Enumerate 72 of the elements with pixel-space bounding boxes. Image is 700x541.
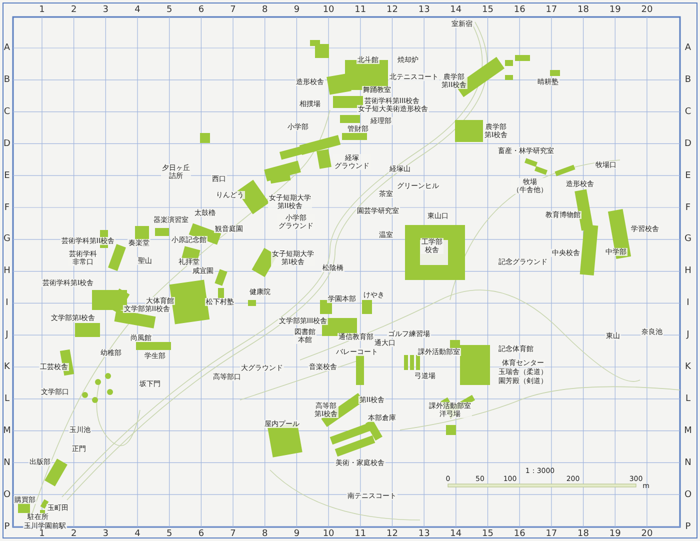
- grid-label: M: [684, 426, 692, 435]
- grid-label: 6: [198, 6, 204, 14]
- grid-label: 13: [418, 530, 430, 538]
- grid-label: A: [684, 44, 692, 52]
- grid-label: 14: [450, 530, 462, 538]
- grid-label: 10: [322, 530, 334, 538]
- grid-label: K: [4, 363, 10, 371]
- grid-label: 6: [198, 530, 204, 538]
- grid-label: C: [684, 108, 692, 116]
- grid-label: 17: [546, 6, 558, 14]
- grid-label: A: [4, 44, 10, 52]
- grid-label: K: [685, 363, 691, 371]
- grid-label: 4: [134, 530, 140, 538]
- grid-label: F: [685, 204, 691, 212]
- grid-label: P: [4, 522, 10, 530]
- grid-label: E: [4, 172, 10, 180]
- grid-label: 20: [641, 530, 653, 538]
- grid-label: 4: [134, 6, 140, 14]
- grid-label: O: [684, 490, 692, 499]
- grid-label: 17: [546, 530, 558, 538]
- grid-label: G: [4, 235, 10, 244]
- grid-label: 3: [102, 530, 109, 538]
- grid-label: J: [6, 331, 8, 340]
- grid-label: 19: [609, 530, 621, 538]
- grid-label: N: [684, 458, 692, 467]
- grid-label: E: [685, 172, 691, 180]
- grid-label: J: [686, 331, 690, 340]
- grid-label: 13: [418, 6, 430, 14]
- grid-label: 14: [450, 6, 462, 14]
- grid-label: B: [4, 76, 10, 84]
- grid-label: 9: [294, 6, 300, 14]
- grid-label: 20: [641, 6, 653, 14]
- grid-label: M: [3, 426, 11, 435]
- grid-label: 15: [482, 530, 494, 538]
- grid-label: H: [684, 267, 692, 276]
- grid-label: O: [3, 490, 11, 499]
- grid-label: P: [685, 522, 691, 530]
- grid-label: 16: [514, 6, 526, 14]
- grid-label: B: [684, 76, 692, 84]
- grid-label: 3: [102, 6, 109, 14]
- grid-label: L: [686, 394, 690, 403]
- grid-label: 12: [386, 530, 398, 538]
- grid-label: 11: [354, 6, 366, 14]
- grid-label: 1: [39, 6, 45, 14]
- grid-label: F: [4, 204, 10, 212]
- grid-label: 1: [39, 530, 45, 538]
- grid-label: 19: [609, 6, 621, 14]
- grid-label: 5: [166, 6, 172, 14]
- grid-label: I: [6, 299, 8, 308]
- grid-label: C: [4, 108, 10, 116]
- grid-label: D: [4, 140, 10, 148]
- grid-label: 8: [262, 530, 268, 538]
- grid-label: L: [4, 394, 10, 403]
- grid-label: 2: [70, 530, 77, 538]
- grid-label: 18: [578, 530, 589, 538]
- grid-label: 8: [262, 6, 268, 14]
- grid-label: 7: [230, 6, 236, 14]
- grid-label: 2: [70, 6, 77, 14]
- grid-label: 16: [514, 530, 526, 538]
- grid-label: 5: [166, 530, 172, 538]
- grid-label: H: [4, 267, 10, 276]
- grid-label: 7: [230, 530, 236, 538]
- grid-label: 9: [294, 530, 300, 538]
- grid-label: 15: [482, 6, 494, 14]
- grid-label: 18: [578, 6, 589, 14]
- grid-label: I: [686, 299, 690, 308]
- grid-label: G: [684, 235, 692, 244]
- grid-label: N: [4, 458, 10, 467]
- grid-label: D: [684, 140, 692, 148]
- grid-label: 10: [322, 6, 334, 14]
- grid-label: 11: [354, 530, 366, 538]
- grid-label: 12: [386, 6, 398, 14]
